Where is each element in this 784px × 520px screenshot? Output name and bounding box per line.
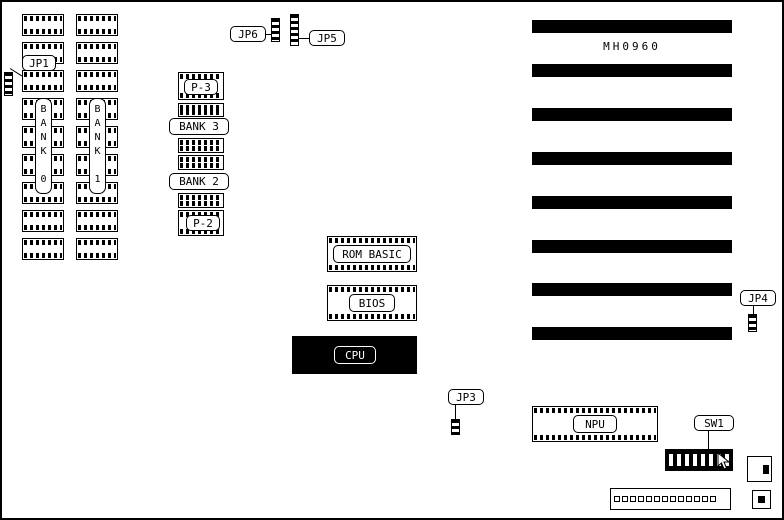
- dip-switch-positions: [669, 454, 729, 466]
- edge-connector: [752, 490, 771, 509]
- npu-label: NPU: [573, 415, 617, 433]
- expansion-slot: [532, 240, 732, 253]
- board-id-text: MH0960: [603, 40, 661, 53]
- header-pin: [638, 496, 644, 502]
- jp1-label: JP1: [22, 55, 56, 71]
- expansion-slot: [532, 64, 732, 77]
- sw1-label: SW1: [694, 415, 734, 431]
- jp5-label: JP5: [309, 30, 345, 46]
- jp3-jumper: [451, 419, 460, 435]
- jp4-jumper: [748, 314, 757, 332]
- cursor-arrow-icon: [717, 453, 731, 470]
- header-pin: [694, 496, 700, 502]
- bank0-label: BANK 0: [35, 98, 52, 194]
- sw1-dip-switch: [665, 449, 733, 471]
- memory-chip: [76, 238, 118, 260]
- expansion-slot: [532, 283, 732, 296]
- bios-label: BIOS: [349, 294, 395, 312]
- jp6-jumper: [271, 18, 280, 42]
- memory-chip: [22, 238, 64, 260]
- expansion-slot: [532, 196, 732, 209]
- header-pin: [622, 496, 628, 502]
- header-pin: [614, 496, 620, 502]
- header-pin: [678, 496, 684, 502]
- header-pin: [670, 496, 676, 502]
- expansion-slot: [532, 108, 732, 121]
- bank2-chip: [178, 193, 224, 208]
- keyboard-connector: [747, 456, 772, 482]
- header-pin: [662, 496, 668, 502]
- bank3-chip: [178, 138, 224, 153]
- header-pin: [630, 496, 636, 502]
- memory-chip: [22, 210, 64, 232]
- header-pin: [646, 496, 652, 502]
- jp6-leader-line: [265, 34, 273, 35]
- bank2-label: BANK 2: [169, 173, 229, 190]
- expansion-slot: [532, 152, 732, 165]
- jp3-leader-line: [455, 405, 456, 419]
- jp1-jumper: [4, 72, 13, 96]
- memory-chip: [22, 14, 64, 36]
- jp4-leader-line: [753, 306, 754, 314]
- bank3-chip: [178, 103, 224, 117]
- jp3-label: JP3: [448, 389, 484, 405]
- header-pin: [702, 496, 708, 502]
- cpu-label: CPU: [334, 346, 376, 364]
- jp5-jumper: [290, 14, 299, 46]
- header-pin: [686, 496, 692, 502]
- memory-chip: [76, 42, 118, 64]
- expansion-slot: [532, 20, 732, 33]
- memory-chip: [76, 14, 118, 36]
- jp6-label: JP6: [230, 26, 266, 42]
- memory-chip: [76, 210, 118, 232]
- p2-label: P-2: [186, 215, 220, 231]
- connector-notch: [763, 465, 769, 474]
- rom-basic-label: ROM BASIC: [333, 245, 411, 263]
- bank2-chip: [178, 155, 224, 170]
- memory-chip: [76, 70, 118, 92]
- header-pin: [654, 496, 660, 502]
- bank1-label: BANK 1: [89, 98, 106, 194]
- memory-bank-1-column: [76, 14, 118, 260]
- sw1-leader-line: [708, 431, 709, 449]
- jp5-leader-line: [299, 38, 310, 39]
- header-pin: [710, 496, 716, 502]
- memory-chip: [22, 70, 64, 92]
- jp4-label: JP4: [740, 290, 776, 306]
- bank3-label: BANK 3: [169, 118, 229, 135]
- connector-notch: [758, 496, 765, 503]
- expansion-slot: [532, 327, 732, 340]
- p3-label: P-3: [184, 79, 218, 95]
- bottom-pin-header: [610, 488, 731, 510]
